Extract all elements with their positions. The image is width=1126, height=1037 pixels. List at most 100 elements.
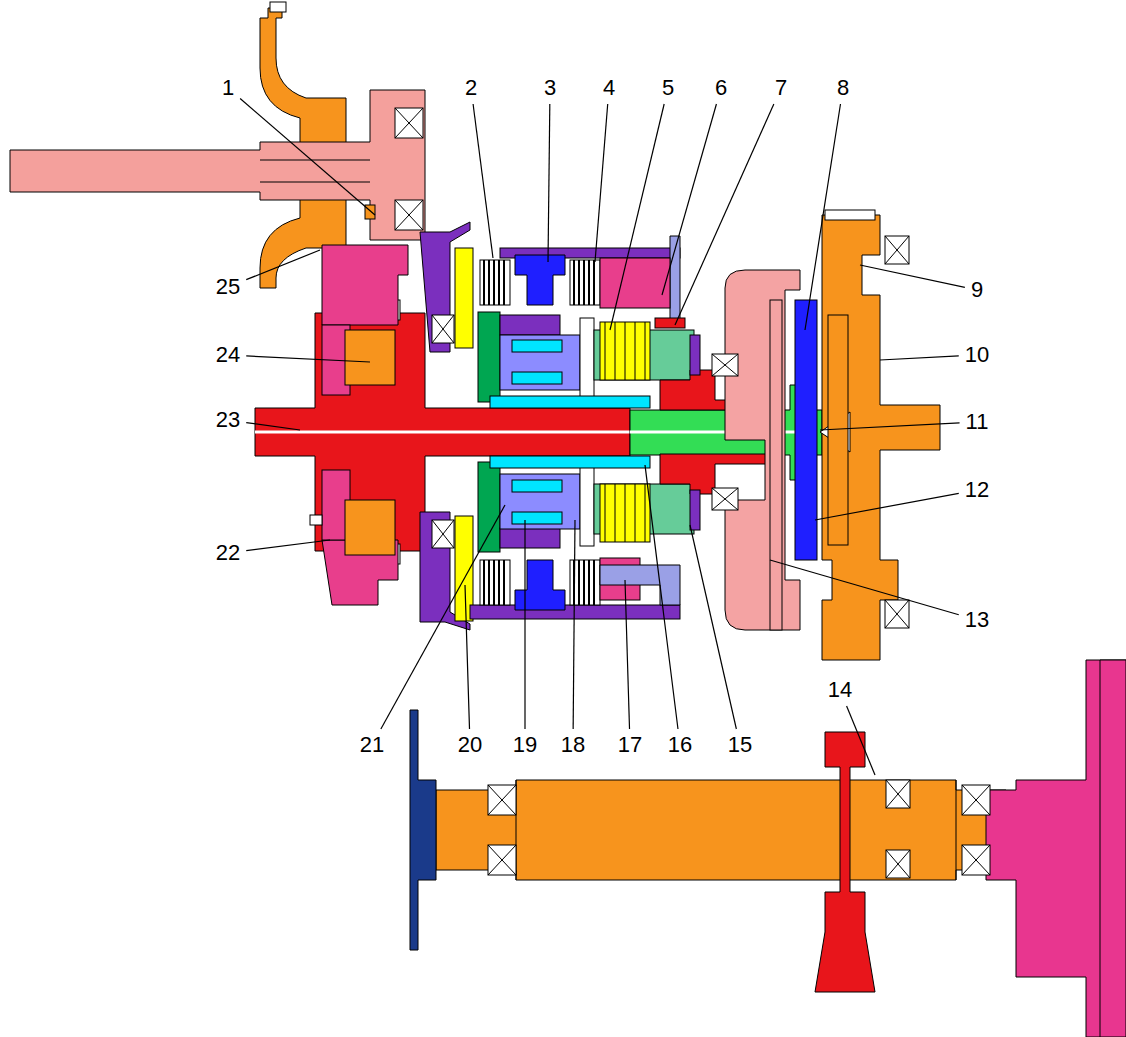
leader-line: [246, 540, 330, 551]
bearing: [395, 108, 423, 138]
bearing: [488, 845, 516, 875]
bearing: [712, 488, 738, 510]
bearing: [886, 780, 910, 808]
callout-number: 12: [963, 478, 991, 502]
callout-number: 21: [358, 733, 386, 757]
output-shaft-lower: [986, 660, 1126, 1037]
leader-line: [847, 706, 875, 775]
callout-number: 11: [964, 410, 991, 434]
carrier: [725, 270, 800, 630]
leader-line: [815, 493, 959, 520]
output-gear: [822, 215, 940, 660]
callout-number: 5: [660, 76, 676, 100]
bearing: [962, 845, 990, 875]
leader-line: [240, 98, 375, 215]
bearing: [962, 785, 990, 815]
bearing: [712, 354, 738, 376]
leader-line: [595, 104, 608, 262]
bearing: [712, 488, 738, 510]
planetary-set: [512, 372, 562, 384]
bearing: [395, 108, 423, 138]
output-shaft-lower: [410, 710, 436, 950]
bearing: [488, 785, 516, 815]
planetary-set: [478, 312, 500, 402]
planetary-set: [500, 528, 560, 548]
leader-line: [675, 104, 774, 325]
callout-number: 14: [826, 678, 854, 702]
bearing: [962, 845, 990, 875]
input-hub: [270, 2, 286, 12]
leader-line: [381, 505, 505, 729]
output-shaft-lower: [956, 780, 957, 880]
planetary-set: [512, 480, 562, 492]
main-shaft: [255, 300, 630, 564]
leader-line: [860, 265, 965, 287]
callout-number: 6: [713, 76, 729, 100]
bearing: [885, 236, 909, 264]
planetary-set: [500, 335, 580, 390]
planetary-set: [605, 322, 645, 542]
bearing: [962, 785, 990, 815]
bearing: [712, 488, 738, 510]
clutch-housing: [470, 605, 680, 619]
callout-number: 10: [963, 343, 991, 367]
planetary-set: [690, 335, 700, 375]
planetary-set: [500, 474, 580, 529]
leader-line: [662, 104, 716, 295]
leader-line: [645, 465, 678, 729]
callout-number: 7: [773, 76, 789, 100]
main-shaft: [255, 431, 630, 434]
callout-number: 16: [666, 733, 694, 757]
output-gear: [795, 300, 817, 560]
leader-line: [473, 104, 493, 258]
planetary-set: [478, 462, 500, 552]
callout-number: 15: [726, 733, 754, 757]
input-shaft: [10, 90, 425, 240]
clutch-housing: [455, 248, 473, 348]
bearing: [488, 845, 516, 875]
planetary-set: [655, 318, 685, 328]
leader-line: [246, 356, 370, 362]
callout-number: 20: [456, 733, 484, 757]
leader-line: [573, 520, 575, 729]
callout-number: 2: [463, 76, 479, 100]
leader-line: [246, 250, 320, 280]
planetary-set: [580, 466, 594, 546]
leader-line: [610, 104, 664, 330]
input-shaft: [10, 90, 425, 240]
clutch-housing: [420, 222, 680, 630]
bearing: [488, 785, 516, 815]
leader-line: [690, 525, 736, 729]
gear: [345, 330, 395, 385]
output-shaft-lower: [1100, 660, 1126, 1037]
input-shaft: [260, 182, 370, 183]
output-shaft-lower: [815, 732, 875, 992]
bearing: [395, 200, 423, 230]
carrier: [770, 300, 782, 630]
bearing: [712, 354, 738, 376]
bearing: [886, 780, 910, 808]
bearing: [885, 600, 909, 628]
bearing: [885, 236, 909, 264]
planetary-set: [512, 512, 562, 524]
gear: [322, 245, 408, 325]
clutch-pack: [600, 258, 670, 308]
bearing: [432, 520, 454, 548]
output-shaft: [630, 431, 815, 434]
gear: [310, 515, 322, 525]
callout-number: 4: [601, 76, 617, 100]
leader-line: [524, 520, 525, 729]
clutch-pack: [600, 565, 680, 605]
planetary-set: [490, 396, 650, 408]
bearing: [885, 600, 909, 628]
output-shaft-lower: [410, 660, 1126, 1037]
bearing: [395, 200, 423, 230]
bearing: [432, 315, 454, 343]
callout-number: 8: [835, 76, 851, 100]
bearing: [488, 785, 516, 815]
clutch-pack: [515, 255, 565, 305]
leader-line: [465, 585, 470, 729]
clutch-pack: [515, 560, 565, 610]
gear: [310, 245, 408, 605]
